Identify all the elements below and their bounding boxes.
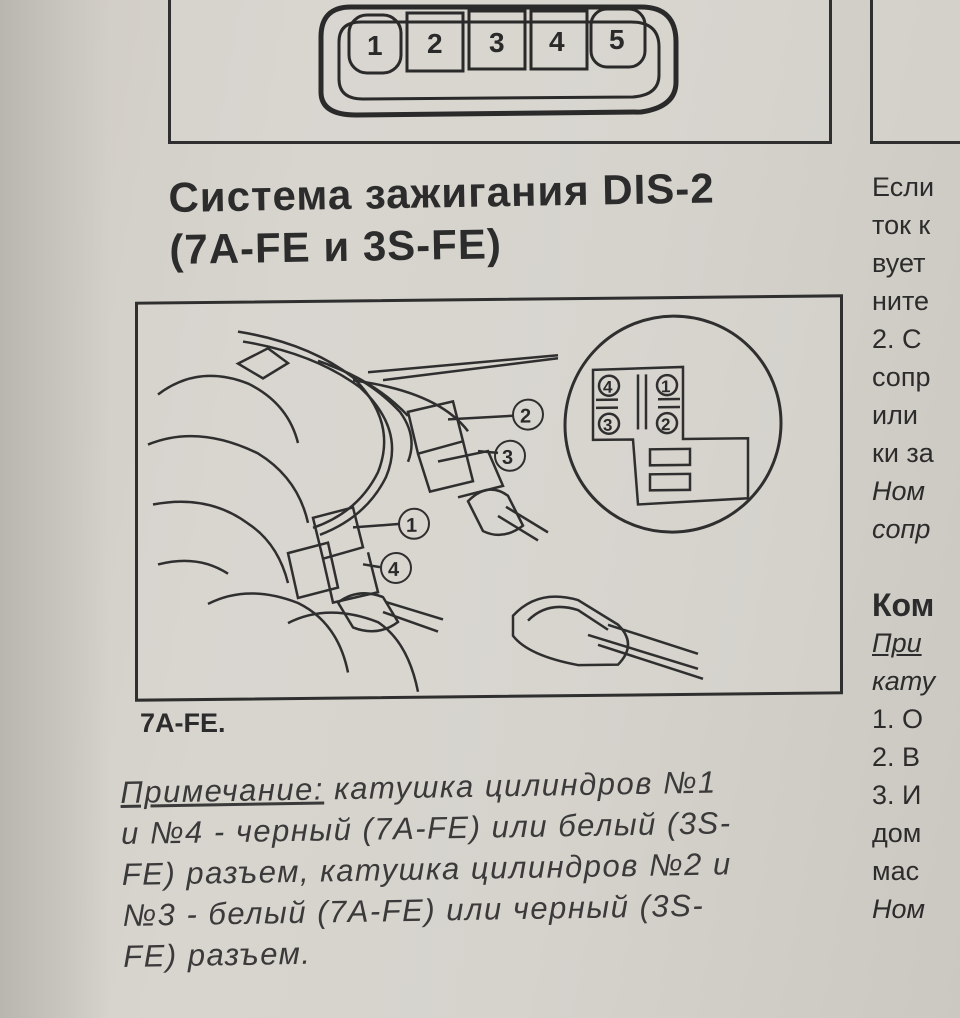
page-shadow	[0, 0, 110, 1018]
callouts	[380, 398, 544, 584]
connector-pin-1: 1	[367, 30, 383, 61]
inset-pin-1: 1	[661, 377, 670, 396]
right-line: ток к	[872, 210, 931, 240]
right-line: Ном	[872, 476, 926, 506]
right-line: ки за	[872, 438, 934, 468]
right-line: мас	[872, 856, 920, 886]
callout-2: 2	[520, 406, 531, 428]
right-line: 3. И	[872, 780, 922, 810]
connector-figure-frame: 1 2 3 4 5	[168, 0, 832, 144]
connector-pin-2: 2	[427, 28, 443, 59]
inset-pin-3: 3	[603, 416, 612, 435]
note-line-1-text: катушка цилиндров №1	[323, 764, 718, 807]
connector-pin-4: 4	[549, 26, 565, 57]
heading-line-1: Система зажигания DIS-2	[168, 164, 716, 221]
right-line: Ном	[872, 894, 926, 924]
connector-pin-5: 5	[609, 24, 625, 55]
ignition-diagram-frame: 2 3 1 4 4 1 3 2	[135, 294, 843, 702]
right-line: сопр	[872, 362, 931, 392]
figure-caption: 7A-FE.	[140, 708, 226, 738]
right-figure-frame	[870, 0, 960, 144]
right-line: 1. О	[872, 704, 924, 734]
engine-linework	[147, 330, 704, 693]
right-line: 2. В	[872, 742, 921, 772]
right-line: дом	[872, 818, 922, 848]
right-line: или	[872, 400, 918, 430]
note-label: Примечание:	[120, 771, 325, 810]
right-line: вует	[872, 248, 926, 278]
inset-pin-2: 2	[661, 415, 670, 434]
section-heading: Система зажигания DIS-2 (7A-FE и 3S-FE)	[168, 162, 716, 276]
callout-1: 1	[406, 515, 417, 537]
right-line: кату	[872, 666, 936, 696]
inset-pin-4: 4	[603, 378, 613, 397]
connector-drawing: 1 2 3 4 5	[318, 4, 679, 118]
right-spacer	[872, 548, 960, 586]
connector-pin-3: 3	[489, 27, 505, 58]
inset-circle	[563, 314, 783, 534]
right-line: Если	[872, 172, 935, 202]
right-line: сопр	[872, 514, 931, 544]
heading-line-2: (7A-FE и 3S-FE)	[168, 220, 503, 273]
right-column-text: Если ток к вует ните 2. С сопр или ки за…	[872, 168, 960, 928]
right-line: 2. С	[872, 324, 922, 354]
right-line: При	[872, 628, 922, 658]
callout-4: 4	[388, 559, 400, 581]
callout-3: 3	[502, 447, 513, 469]
right-subheading: Ком	[872, 587, 935, 623]
note-paragraph: Примечание: катушка цилиндров №1 и №4 - …	[120, 759, 863, 977]
right-line: ните	[872, 286, 930, 316]
inset-connector	[591, 365, 750, 506]
ignition-diagram: 2 3 1 4 4 1 3 2	[147, 314, 783, 693]
